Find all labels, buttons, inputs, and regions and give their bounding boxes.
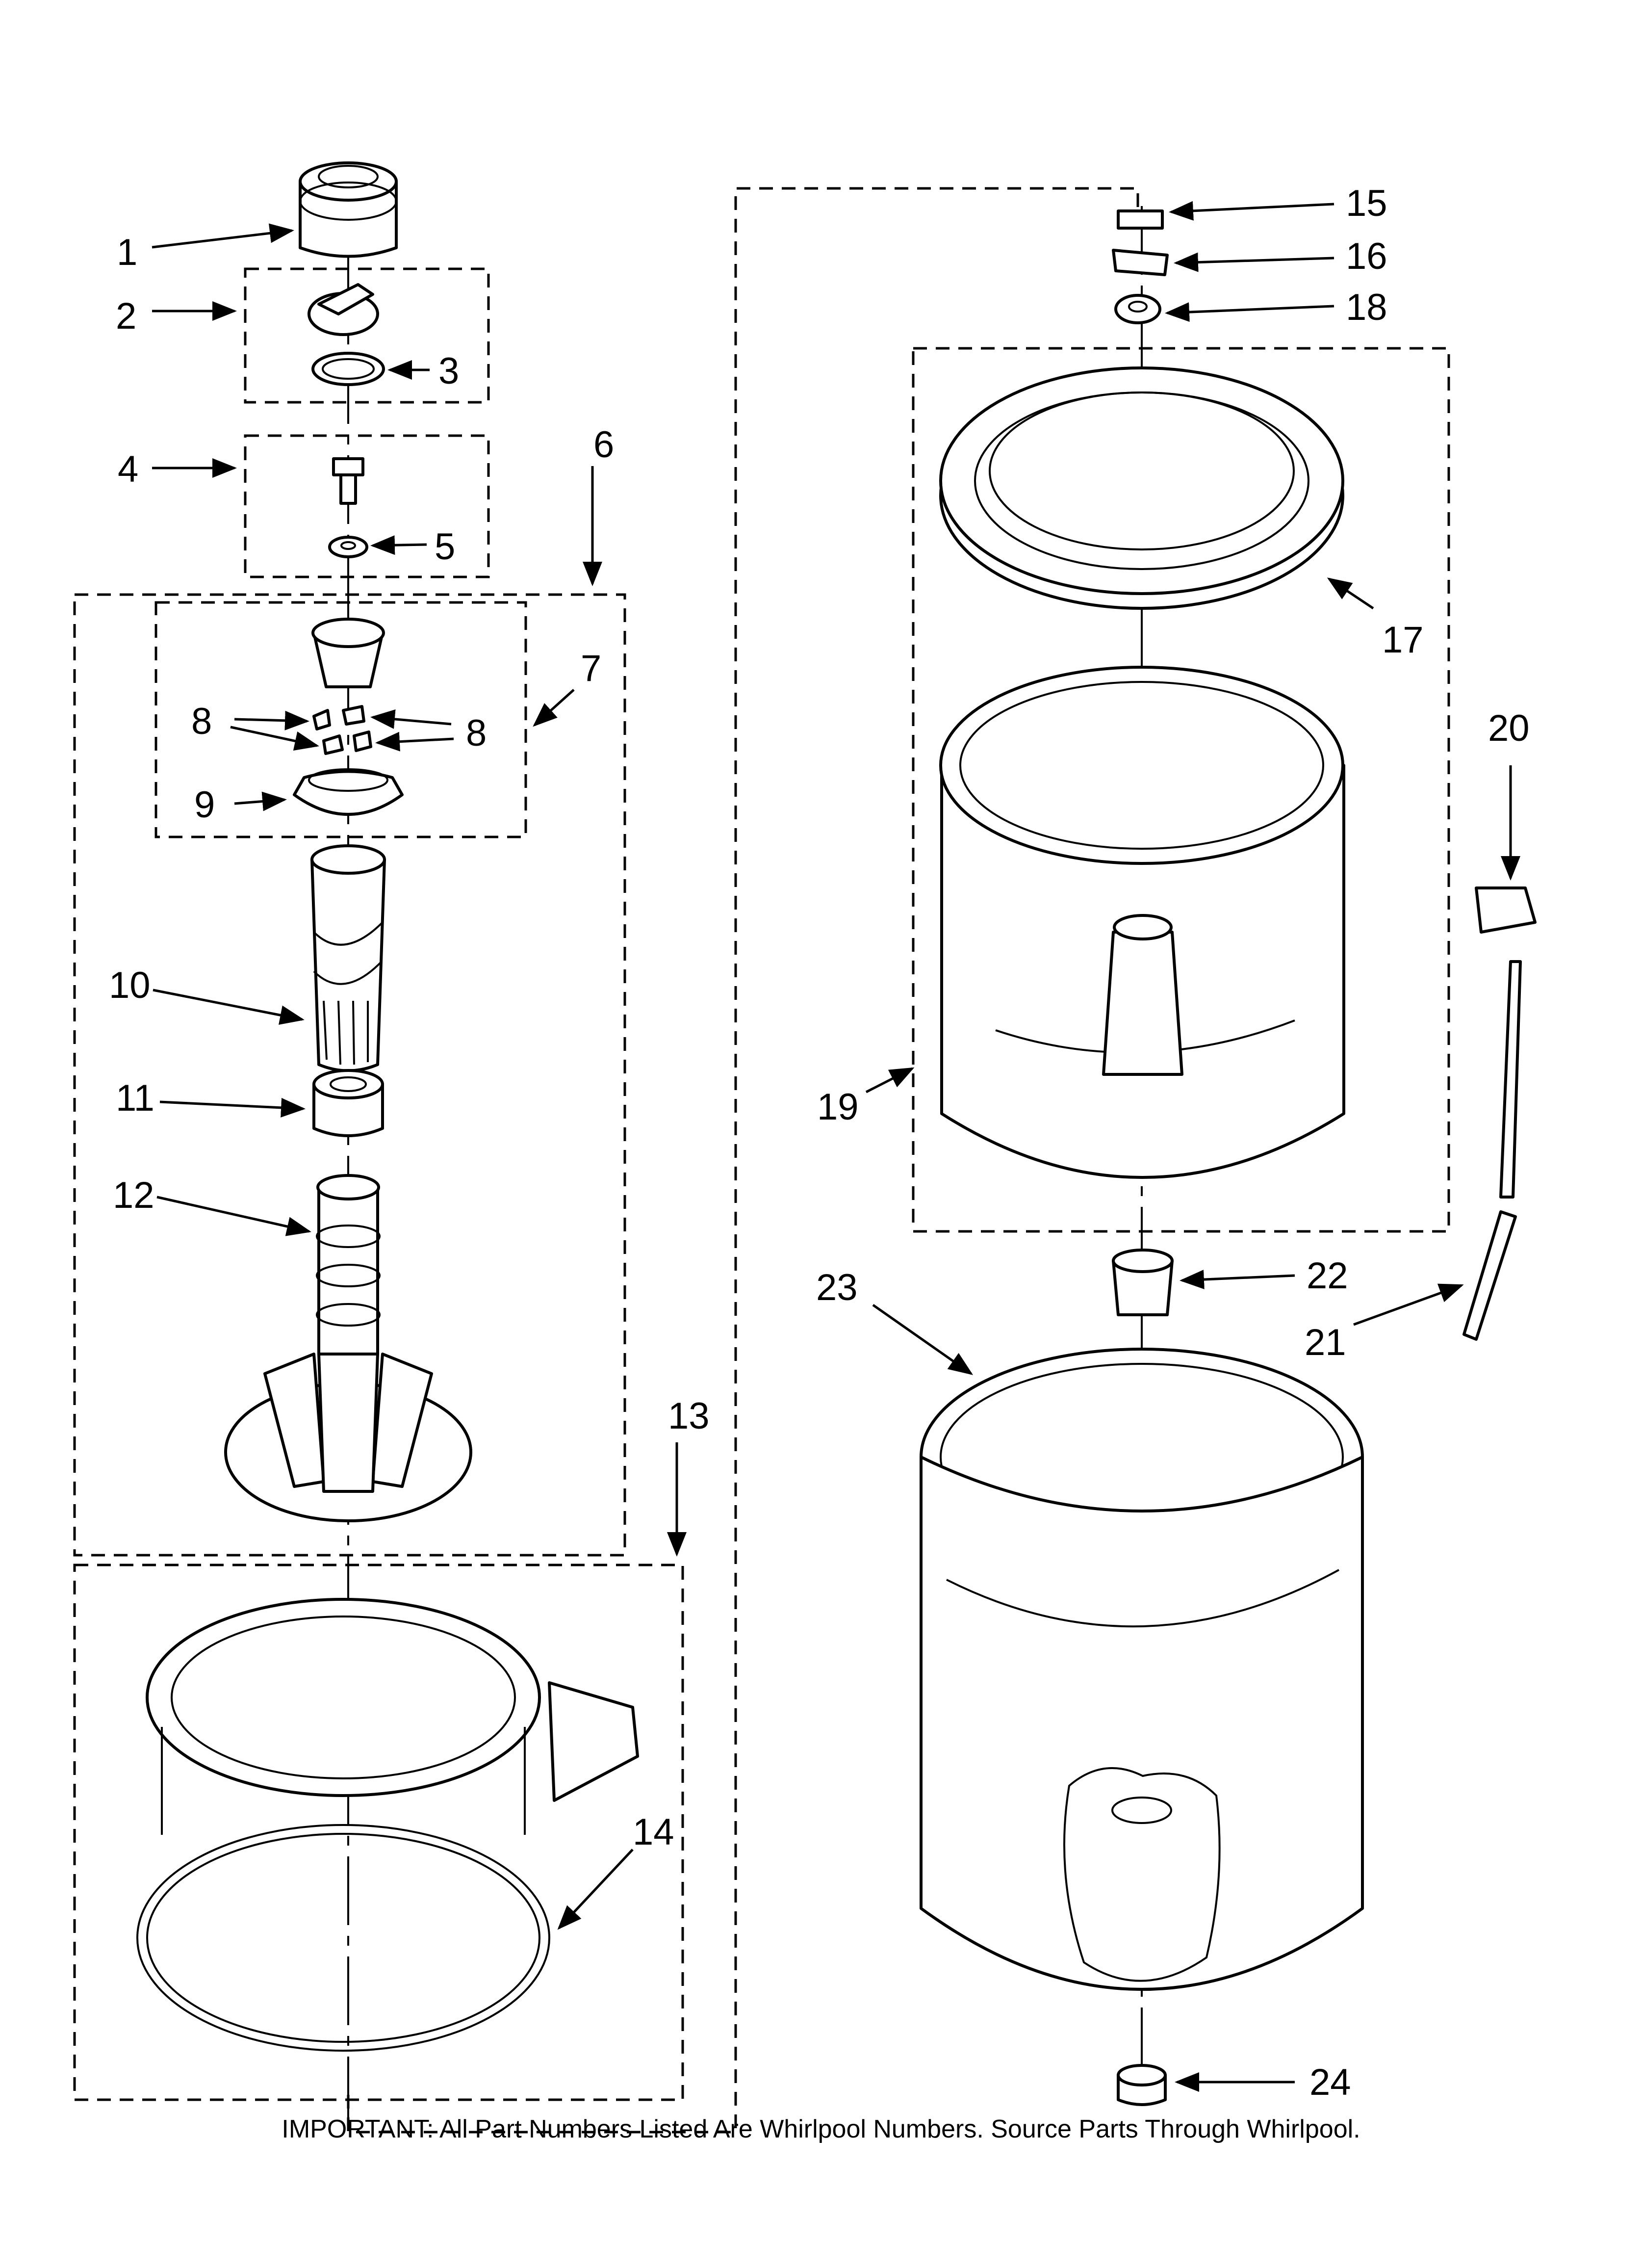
callout-14: 14: [633, 1811, 674, 1853]
group-box-6: [73, 593, 626, 1557]
leader-22: [1180, 1270, 1295, 1290]
leader-9: [234, 791, 287, 811]
callout-2: 2: [116, 295, 136, 337]
part-22-coupling: [1112, 1249, 1174, 1316]
callout-18: 18: [1346, 287, 1387, 328]
leader-23: [872, 1303, 974, 1375]
callout-5: 5: [435, 526, 455, 568]
callout-16: 16: [1346, 235, 1387, 277]
leader-17: [1327, 577, 1374, 610]
part-2-cap-lock: [308, 283, 379, 336]
part-10-auger: [310, 844, 386, 1072]
footer-note: IMPORTANT: All Part Numbers Listed Are W…: [282, 2115, 1360, 2143]
callout-1: 1: [117, 232, 137, 273]
part-14-tub-ring: [136, 1598, 639, 2052]
leader-8a-bottom: [230, 726, 319, 751]
callout-4: 4: [118, 448, 138, 490]
callout-17: 17: [1382, 619, 1424, 661]
leader-1: [152, 223, 294, 249]
callout-12: 12: [113, 1174, 154, 1216]
part-16-bracket: [1112, 249, 1169, 276]
callout-20: 20: [1488, 707, 1530, 749]
callout-15: 15: [1346, 182, 1387, 224]
leader-7: [533, 689, 575, 727]
leader-8a-top: [234, 710, 309, 730]
callout-10: 10: [109, 965, 151, 1006]
part-23-outer-tub: [920, 1348, 1364, 1991]
leader-12: [156, 1196, 311, 1236]
part-15-clip: [1117, 209, 1164, 230]
part-24-drain-fitting: [1117, 2064, 1167, 2106]
group-box-2: [244, 267, 490, 404]
part-19-basket: [939, 666, 1345, 1179]
part-7-cam-assembly: [293, 618, 404, 816]
leader-18: [1165, 302, 1334, 322]
group-box-17-19: [912, 347, 1450, 1233]
leader-10: [153, 989, 305, 1025]
callout-8a: 8: [191, 701, 212, 742]
group-box-4: [244, 434, 490, 578]
group-box-7: [154, 601, 527, 838]
callout-24: 24: [1309, 2061, 1351, 2103]
callout-9: 9: [194, 784, 215, 826]
part-12-agitator-base: [224, 1174, 472, 1522]
part-4-bolt: [332, 457, 364, 505]
leader-16: [1174, 252, 1334, 272]
callout-6: 6: [593, 424, 614, 466]
leader-11: [159, 1097, 306, 1118]
callout-22: 22: [1307, 1255, 1348, 1297]
leader-5: [370, 535, 427, 555]
leader-19: [865, 1067, 915, 1094]
leader-21: [1353, 1283, 1464, 1326]
part-18-nut: [1114, 294, 1161, 324]
callout-23: 23: [816, 1267, 858, 1308]
callout-21: 21: [1305, 1322, 1346, 1363]
callout-8b: 8: [466, 712, 487, 754]
part-1-cap: [299, 161, 398, 258]
leader-8b-bottom: [375, 731, 454, 752]
callout-13: 13: [668, 1395, 710, 1437]
callout-19: 19: [817, 1086, 859, 1128]
group-box-13: [73, 1564, 684, 2101]
part-11-ratchet: [312, 1069, 384, 1137]
part-5-washer: [328, 536, 368, 558]
callout-7: 7: [581, 648, 601, 689]
part-3-seal-ring: [311, 352, 385, 386]
part-20-hose-clip: [1475, 886, 1537, 934]
callout-11: 11: [116, 1077, 154, 1119]
callout-3: 3: [438, 350, 459, 392]
assembly-connector-line: [347, 187, 1139, 2134]
part-21-hose: [1462, 960, 1522, 1341]
leader-15: [1169, 201, 1334, 221]
leader-8b-top: [370, 709, 452, 729]
part-17-balance-ring: [939, 366, 1344, 610]
leader-14: [557, 1849, 634, 1930]
